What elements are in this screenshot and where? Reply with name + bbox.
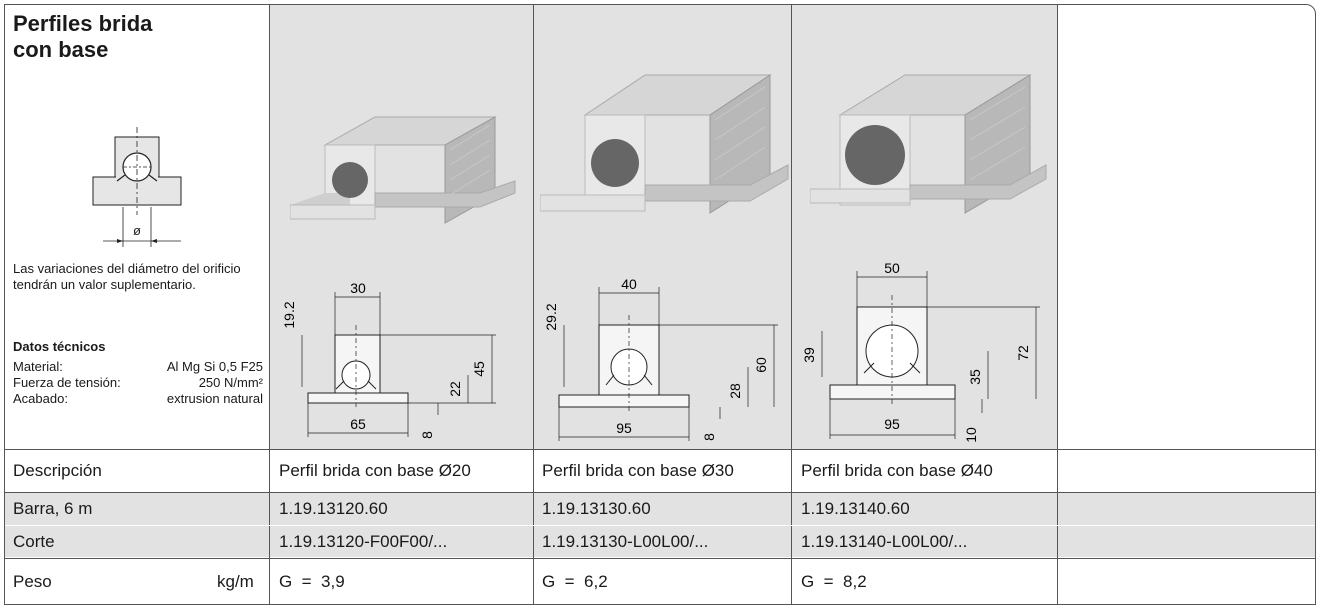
dim-base: 95 xyxy=(884,416,900,432)
spec-sheet: Perfiles brida con base ø Las variacione… xyxy=(4,4,1316,605)
tech-value: 250 N/mm² xyxy=(198,375,263,390)
cross-section-symbol: ø xyxy=(92,127,182,247)
table-row xyxy=(5,493,1315,525)
dim-base: 95 xyxy=(616,420,632,436)
dim-top: 19.2 xyxy=(281,301,297,328)
title-line-2: con base xyxy=(13,37,109,62)
dim-width: 50 xyxy=(884,260,900,276)
dim-thick: 8 xyxy=(419,431,435,439)
dim-thick: 8 xyxy=(701,433,717,441)
row-label-description: Descripción xyxy=(13,461,102,480)
weight-cell: G = 6,2 xyxy=(542,572,608,591)
profile-render-20 xyxy=(290,116,516,224)
description-cell: Perfil brida con base Ø20 xyxy=(279,461,471,480)
profile-render-30 xyxy=(540,74,789,214)
tech-value: Al Mg Si 0,5 F25 xyxy=(166,359,263,374)
tech-title: Datos técnicos xyxy=(13,339,106,354)
row-label-weight: Peso xyxy=(13,572,52,591)
tech-row: Acabado: extrusion natural xyxy=(13,391,263,407)
tech-key: Acabado: xyxy=(13,391,68,406)
tech-value: extrusion natural xyxy=(166,391,263,406)
row-label-cut: Corte xyxy=(13,532,55,551)
divider xyxy=(269,5,270,604)
article-number-cell: 1.19.13130.60 xyxy=(542,499,651,518)
dim-thick: 10 xyxy=(963,427,979,443)
tech-row: Fuerza de tensión: 250 N/mm² xyxy=(13,375,263,391)
article-number-cell: 1.19.13130-L00L00/... xyxy=(542,532,709,551)
tech-key: Fuerza de tensión: xyxy=(13,375,121,390)
tech-key: Material: xyxy=(13,359,63,374)
dimension-drawing-30: 40 95 60 28 8 29.2 xyxy=(543,276,778,441)
dim-width: 40 xyxy=(621,276,637,292)
note-text: Las variaciones del diámetro del orifici… xyxy=(13,261,241,292)
dim-mid: 22 xyxy=(447,381,463,397)
dim-height: 60 xyxy=(753,357,769,373)
title-line-1: Perfiles brida xyxy=(13,11,153,36)
dim-height: 72 xyxy=(1015,345,1031,361)
dim-height: 45 xyxy=(471,361,487,377)
dim-mid: 35 xyxy=(967,369,983,385)
article-number-cell: 1.19.13120.60 xyxy=(279,499,388,518)
info-cell: Perfiles brida con base ø Las variacione… xyxy=(5,5,269,449)
divider xyxy=(5,449,1315,450)
weight-cell: G = 3,9 xyxy=(279,572,345,591)
article-number-cell: 1.19.13120-F00F00/... xyxy=(279,532,448,551)
tech-row: Material: Al Mg Si 0,5 F25 xyxy=(13,359,263,375)
diameter-symbol-label: ø xyxy=(133,223,141,238)
dim-mid: 28 xyxy=(727,383,743,399)
weight-unit: kg/m xyxy=(217,572,254,591)
divider xyxy=(791,5,792,604)
description-cell: Perfil brida con base Ø40 xyxy=(801,461,993,480)
sheet-title: Perfiles brida con base xyxy=(13,11,152,63)
row-label-bar: Barra, 6 m xyxy=(13,499,93,518)
dim-base: 65 xyxy=(350,416,366,432)
dim-width: 30 xyxy=(350,280,366,296)
dimension-drawing-40: 50 95 72 35 10 39 xyxy=(801,260,1040,443)
divider xyxy=(5,492,1315,493)
description-cell: Perfil brida con base Ø30 xyxy=(542,461,734,480)
weight-cell: G = 8,2 xyxy=(801,572,867,591)
dim-top: 29.2 xyxy=(543,303,559,330)
divider xyxy=(1057,5,1058,604)
divider xyxy=(5,558,1315,559)
dimension-drawing-20: 30 65 45 22 8 19.2 xyxy=(281,280,496,439)
table-row xyxy=(5,559,1315,604)
profile-render-40 xyxy=(810,74,1047,214)
divider xyxy=(5,525,1315,526)
article-number-cell: 1.19.13140-L00L00/... xyxy=(801,532,968,551)
profile-cell-20 xyxy=(270,5,533,449)
article-number-cell: 1.19.13140.60 xyxy=(801,499,910,518)
divider xyxy=(533,5,534,604)
dim-top: 39 xyxy=(801,347,817,363)
table-row xyxy=(5,525,1315,557)
table-row xyxy=(5,449,1315,491)
